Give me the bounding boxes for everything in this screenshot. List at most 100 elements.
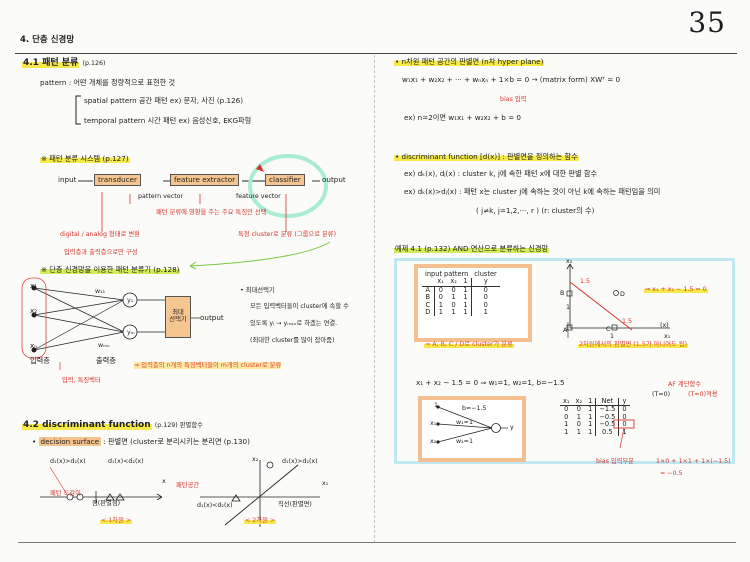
graph-x2-label: x₂ [566, 258, 573, 265]
af-label: AF 계단함수 [668, 381, 702, 388]
decision-surface-label: decision surface [38, 437, 102, 446]
net-table-cell: 1 [622, 427, 627, 436]
column-divider [374, 55, 375, 543]
table-cell: 0 [483, 293, 488, 302]
table-cell: 1 [451, 307, 456, 316]
pattern-definition: pattern : 어떤 개체를 정량적으로 표현한 것 [40, 78, 176, 87]
discriminant-ex-3: ( j≠k, j=1,2,···, r ) (r: cluster의 수) [476, 206, 595, 215]
hyperplane-example: ex) n=2이면 w₁x₁ + w₂x₂ + b = 0 [404, 113, 521, 122]
and-graph [566, 263, 670, 338]
temporal-pattern: temporal pattern 시간 패턴 ex) 음성신호, EKG파형 [84, 116, 252, 125]
net-table-header: 1 [585, 397, 597, 407]
net-table-cell: −1.5 [595, 406, 620, 414]
graph-x-label: (x) [660, 322, 669, 329]
table-cell: 1 [460, 308, 472, 317]
graph-x1-label: x₁ [664, 333, 671, 340]
dim1-label: < 1차원 > [100, 517, 133, 524]
net-table-cell: 1 [576, 427, 581, 436]
graph-15a: 1.5 [580, 278, 591, 285]
net-bias-input: 1 [434, 402, 439, 409]
feature-extractor-box: feature extractor [170, 174, 240, 187]
hyperplane-title: • n차원 패턴 공간의 판별면 (n차 hyper plane) [394, 57, 545, 66]
footer-rule [18, 542, 736, 543]
table-cell: 0 [451, 300, 456, 309]
abc-note: ⇒ A, B, C / D로 cluster가 분류 [424, 341, 514, 348]
wmn-label: wₘₙ [98, 342, 110, 349]
y1-label: y₁ [127, 297, 134, 304]
graph-15b: 1.5 [622, 318, 633, 325]
af-sub: (T=0) [652, 391, 671, 398]
net-table-cell: 0 [622, 412, 627, 421]
network-output-label: output [200, 313, 224, 322]
net-w2: w₂=1 [456, 438, 473, 445]
table-cell: 0 [483, 300, 488, 309]
table-cell: 0 [438, 285, 443, 294]
table-cell: 0 [438, 293, 443, 302]
section-42-title: 4.2 discriminant function (p.129) 판별함수 [22, 420, 203, 430]
and-network-frame [418, 396, 526, 462]
system-title: ※ 패턴 분류 시스템 (p.127) [40, 154, 130, 163]
net-table-cell: 0 [576, 420, 581, 429]
table-subheader [422, 278, 435, 287]
net-table-cell: −0.5 [595, 413, 620, 422]
net-table-cell: −0.5 [595, 420, 620, 429]
x-axis-label: x [162, 478, 166, 485]
table-cell: 1 [451, 293, 456, 302]
system-input-label: input [58, 175, 77, 184]
and-network [436, 405, 508, 444]
net-table-header: x₁ [560, 397, 573, 407]
net-b: b=−1.5 [462, 405, 487, 412]
table-cell: 1 [460, 286, 472, 295]
table-cell: D [422, 308, 435, 317]
system-diagram [78, 154, 328, 232]
table-header-input: input pattern [425, 270, 469, 278]
graph-note: 2차원에서의 판별면 (1.5가 아니어도 됨) [578, 341, 689, 348]
d-eq-2: d₁(x)<d₂(x) [108, 458, 144, 465]
net-highlight [613, 419, 635, 449]
pattern-line-label: 패턴 도감이 [50, 490, 81, 497]
bias-part-note: bias 입력부분 [596, 458, 635, 465]
green-arrow-icon [189, 241, 331, 270]
graph-B: B [560, 290, 565, 297]
single-layer-network [21, 277, 200, 370]
graph-D: D [620, 291, 625, 298]
spatial-pattern: spatial pattern 공간 패턴 ex) 문자, 사진 (p.126) [84, 96, 244, 105]
table-subheader: 1 [460, 278, 472, 287]
net-table-cell: 0 [564, 412, 569, 421]
graph-1a: 1 [566, 304, 571, 311]
classifier-box: classifier [265, 174, 305, 187]
x1-label: x₁ [30, 281, 38, 290]
net-x2: x₂ [430, 438, 437, 445]
x2-axis-label: x₂ [252, 456, 259, 463]
x2-label: x₂ [30, 306, 38, 315]
xn-label: xₙ [30, 341, 38, 350]
table-cell: 1 [483, 307, 488, 316]
d-eq-3: d₁(x)>d₂(x) [282, 458, 318, 465]
single-layer-title: ※ 단층 신경망을 이용한 패턴 분류기 (p.128) [40, 265, 181, 274]
max-desc-1: 모든 입력벡터들이 cluster에 속할 수 [250, 303, 349, 310]
bottom-note: ⇒ 입력층의 n개의 특징벡터들이 m개의 cluster로 분류 [134, 362, 282, 369]
pattern-vector-label: pattern vector [138, 193, 184, 200]
feature-vector-label: feature vector [236, 193, 281, 200]
net-table-header: y [618, 397, 630, 407]
input-vector-label: 입력, 특징벡터 [62, 377, 101, 384]
graph-equation: ⇒ x₁ + x₂ − 1.5 = 0 [644, 286, 708, 293]
hidden-note: 입력층과 출력층으로만 구성 [64, 249, 138, 256]
chapter-title: 4. 단층 신경망 [20, 35, 75, 45]
net-table-cell: 0 [622, 420, 627, 429]
ym-label: yₘ [127, 329, 135, 336]
digital-note: digital / analog 형태로 변환 [60, 231, 140, 238]
page-number: 35 [688, 6, 726, 39]
discriminant-title: • discriminant function [d(x)] : 판별면을 정의… [394, 152, 579, 161]
table-cell: 0 [451, 285, 456, 294]
net-table-cell: 0 [576, 405, 581, 414]
calc-line-1: 1×0 + 1×1 + 1×(−1.5) [656, 458, 731, 465]
calc-line-2: = −0.5 [660, 470, 683, 477]
